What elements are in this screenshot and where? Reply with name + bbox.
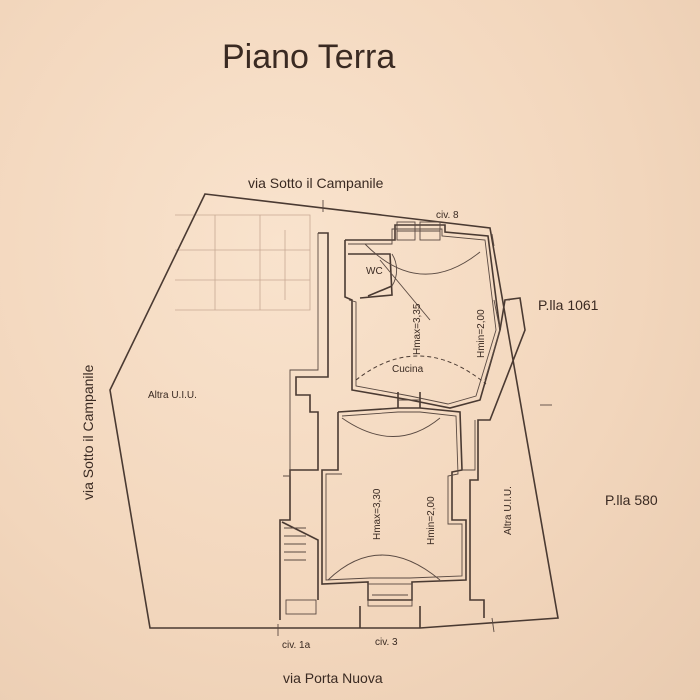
kitchen-hmin-label: Hmin=2,00 (476, 309, 487, 358)
street-bottom-label: via Porta Nuova (283, 670, 383, 686)
civic-1a-label: civ. 1a (282, 640, 311, 651)
other-unit-left-label: Altra U.I.U. (148, 390, 197, 401)
parcel-1061-label: P.lla 1061 (538, 297, 599, 313)
boundary-ticks (277, 200, 552, 636)
street-left-label: via Sotto il Campanile (80, 364, 96, 500)
main-hmax-label: Hmax=3,30 (372, 488, 383, 540)
right-stepped-wall (469, 297, 526, 618)
civic-3-label: civ. 3 (375, 637, 398, 648)
other-unit-right-label: Altra U.I.U. (503, 486, 514, 535)
wc-label: WC (366, 266, 383, 277)
main-hmin-label: Hmin=2,00 (426, 496, 437, 545)
street-top-label: via Sotto il Campanile (248, 175, 384, 191)
page-title: Piano Terra (222, 38, 395, 76)
main-room (321, 407, 467, 628)
stair (281, 521, 319, 615)
faint-background-lines (175, 214, 311, 311)
kitchen-hmax-label: Hmax=3,35 (412, 303, 423, 355)
parcel-580-label: P.lla 580 (605, 492, 658, 508)
civic-8-label: civ. 8 (436, 210, 459, 221)
left-inner-wall (279, 232, 329, 620)
kitchen-label: Cucina (392, 364, 424, 375)
